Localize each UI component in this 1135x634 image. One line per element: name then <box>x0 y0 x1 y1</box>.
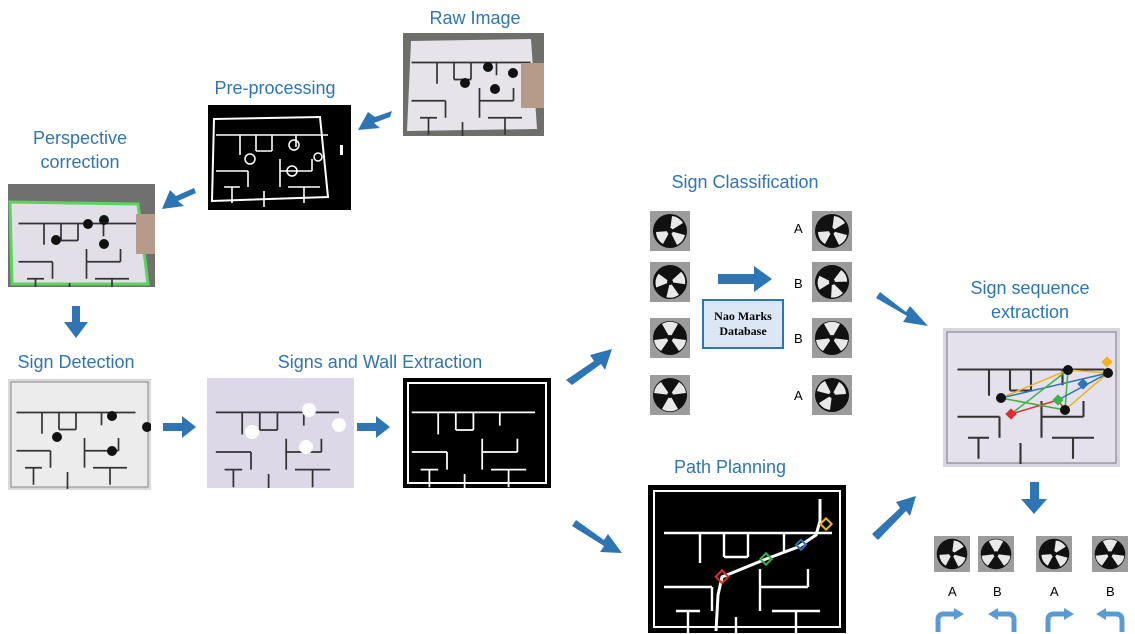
arrow-sequence-to-output <box>1021 482 1047 514</box>
raw-image-label: Raw Image <box>429 8 521 28</box>
preprocessing-label: Pre-processing <box>214 78 336 98</box>
sequence-sign-3 <box>1036 536 1072 572</box>
arrow-preprocessing-to-perspective <box>162 188 196 209</box>
nao-marks-database-box: Nao Marks Database <box>702 299 784 349</box>
right-turn-arrow-icon <box>1045 608 1074 632</box>
left-turn-arrow-icon <box>1096 608 1125 632</box>
sign-classification-label: Sign Classification <box>671 172 819 192</box>
sequence-sign-1 <box>934 536 970 572</box>
sign-detection-photo <box>8 379 151 490</box>
arrow-perspective-to-detection <box>64 306 88 338</box>
classified-sign-3 <box>812 318 852 358</box>
arrow-walls-to-classification <box>566 349 612 385</box>
class-letter-2: B <box>794 276 803 291</box>
classified-sign-4 <box>812 375 852 415</box>
arrow-walls-to-pathplanning <box>572 520 622 553</box>
sign-detection-label: Sign Detection <box>17 352 135 372</box>
perspective-label-line2: correction <box>40 152 120 172</box>
database-line1: Nao Marks <box>714 309 772 323</box>
sequence-letter-2: B <box>993 584 1002 599</box>
perspective-correction-label: Perspective correction <box>10 126 150 174</box>
perspective-correction-photo <box>8 184 155 287</box>
path-planning-photo <box>648 485 846 633</box>
arrow-classification-to-sequence <box>876 292 928 326</box>
class-letter-4: A <box>794 388 803 403</box>
class-letter-3: B <box>794 331 803 346</box>
left-turn-arrow-icon <box>988 608 1017 632</box>
classified-sign-1 <box>812 211 852 251</box>
signs-wall-extraction-label: Signs and Wall Extraction <box>277 352 483 372</box>
class-letter-1: A <box>794 221 803 236</box>
preprocessing-photo <box>208 105 351 210</box>
arrow-raw-to-preprocessing <box>358 111 392 130</box>
sequence-letter-3: A <box>1050 584 1059 599</box>
perspective-label-line1: Perspective <box>32 128 128 148</box>
sign-sequence-photo <box>943 328 1120 467</box>
input-sign-1 <box>650 211 690 251</box>
input-sign-2 <box>650 262 690 302</box>
arrow-pathplanning-to-sequence <box>872 496 916 540</box>
walls-binary-photo <box>403 378 551 488</box>
classified-sign-2 <box>812 262 852 302</box>
arrow-masked-to-walls <box>357 416 390 438</box>
right-turn-arrow-icon <box>935 608 964 632</box>
sequence-label-line1: Sign sequence <box>970 278 1090 298</box>
sequence-letter-4: B <box>1106 584 1115 599</box>
input-sign-3 <box>650 318 690 358</box>
sign-sequence-extraction-label: Sign sequence extraction <box>955 276 1105 324</box>
arrow-detection-to-masked <box>163 416 196 438</box>
path-planning-label: Path Planning <box>673 457 787 477</box>
sequence-sign-4 <box>1092 536 1128 572</box>
input-sign-4 <box>650 375 690 415</box>
raw-image-photo <box>403 33 544 136</box>
sequence-letter-1: A <box>948 584 957 599</box>
sequence-label-line2: extraction <box>990 302 1070 322</box>
signs-masked-photo <box>207 378 354 488</box>
sequence-sign-2 <box>978 536 1014 572</box>
database-line2: Database <box>719 324 767 338</box>
arrow-classification-inner <box>718 266 772 292</box>
